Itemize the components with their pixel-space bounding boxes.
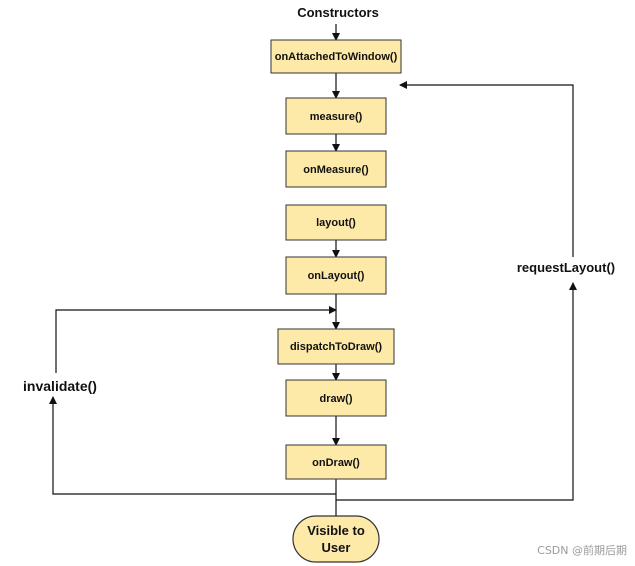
invalidate-label: invalidate() <box>23 378 97 394</box>
node-visible-to-user-line1: Visible to <box>307 523 365 538</box>
node-measure-label: measure() <box>310 111 363 123</box>
node-layout-label: layout() <box>316 217 356 229</box>
request-layout-label: requestLayout() <box>517 260 615 275</box>
csdn-watermark: CSDN @前期后期 <box>537 544 627 557</box>
node-dispatch-to-draw: dispatchToDraw() <box>277 328 395 365</box>
node-draw: draw() <box>285 379 387 417</box>
request-layout-return-edge <box>399 81 574 257</box>
node-draw-label: draw() <box>320 393 353 405</box>
node-dispatch-to-draw-label: dispatchToDraw() <box>290 341 382 353</box>
node-visible-to-user: Visible to User <box>292 515 380 563</box>
request-layout-loop-edge <box>336 282 577 501</box>
node-measure: measure() <box>285 97 387 135</box>
node-on-draw: onDraw() <box>285 444 387 480</box>
invalidate-return-edge <box>55 306 337 373</box>
constructors-label: Constructors <box>297 5 379 20</box>
invalidate-loop-edge <box>49 396 336 495</box>
node-on-attached-to-window-label: onAttachedToWindow() <box>275 51 398 63</box>
node-layout: layout() <box>285 204 387 241</box>
node-visible-to-user-line2: User <box>322 540 351 555</box>
node-on-attached-to-window: onAttachedToWindow() <box>270 39 402 74</box>
node-on-layout: onLayout() <box>285 256 387 295</box>
node-on-measure: onMeasure() <box>285 150 387 188</box>
node-on-measure-label: onMeasure() <box>303 164 369 176</box>
node-on-draw-label: onDraw() <box>312 457 360 469</box>
node-on-layout-label: onLayout() <box>308 270 365 282</box>
